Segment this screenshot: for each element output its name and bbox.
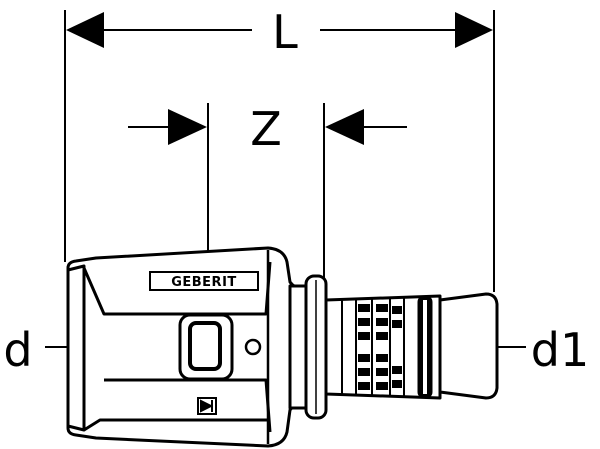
direction-marker-arrow xyxy=(200,399,214,413)
diameter-label-d: d xyxy=(3,323,32,377)
dimension-Z: Z xyxy=(128,102,407,156)
inspection-window xyxy=(178,313,234,381)
o-ring xyxy=(417,295,433,399)
grip-tooth xyxy=(392,380,402,388)
grip-tooth xyxy=(392,320,402,328)
brand-plate: GEBERIT xyxy=(149,271,259,291)
arrow-Z-left xyxy=(168,109,207,145)
arrow-L-left xyxy=(66,12,104,48)
sleeve-lower-band xyxy=(83,418,268,432)
spigot-tip xyxy=(438,292,499,400)
grip-tooth xyxy=(358,332,370,340)
grip-tooth xyxy=(358,354,370,362)
grip-tooth xyxy=(358,304,370,312)
grip-tooth xyxy=(376,368,388,376)
grip-tooth xyxy=(358,382,370,390)
grip-ring-teeth xyxy=(358,304,402,390)
grip-tooth xyxy=(392,306,402,314)
grip-ring xyxy=(341,298,405,396)
fitting-neck xyxy=(288,274,328,420)
direction-marker-icon xyxy=(197,397,217,415)
grip-tooth xyxy=(358,318,370,326)
direction-marker-frame xyxy=(197,397,217,415)
spigot-body xyxy=(324,294,442,400)
brand-plate-frame xyxy=(149,271,259,291)
o-ring-highlight xyxy=(423,300,427,394)
spigot xyxy=(324,292,499,400)
arrow-Z-right xyxy=(325,109,364,145)
indicator-hole xyxy=(244,338,262,356)
arrow-L-right xyxy=(455,12,493,48)
neck-body xyxy=(288,284,308,410)
dimension-L: L xyxy=(66,5,493,59)
dimension-label-Z: Z xyxy=(250,102,282,156)
diameter-label-d1: d1 xyxy=(531,323,589,377)
extension-lines xyxy=(64,10,495,330)
grip-tooth xyxy=(376,332,388,340)
grip-tooth xyxy=(376,382,388,390)
grip-tooth xyxy=(392,366,402,374)
grip-tooth xyxy=(376,354,388,362)
inspection-window-inner xyxy=(188,321,222,371)
sleeve-front-lip xyxy=(67,264,86,432)
dimension-label-L: L xyxy=(272,5,298,59)
brand-name: GEBERIT xyxy=(171,275,237,290)
grip-tooth xyxy=(376,304,388,312)
grip-tooth xyxy=(376,318,388,326)
grip-tooth xyxy=(358,368,370,376)
